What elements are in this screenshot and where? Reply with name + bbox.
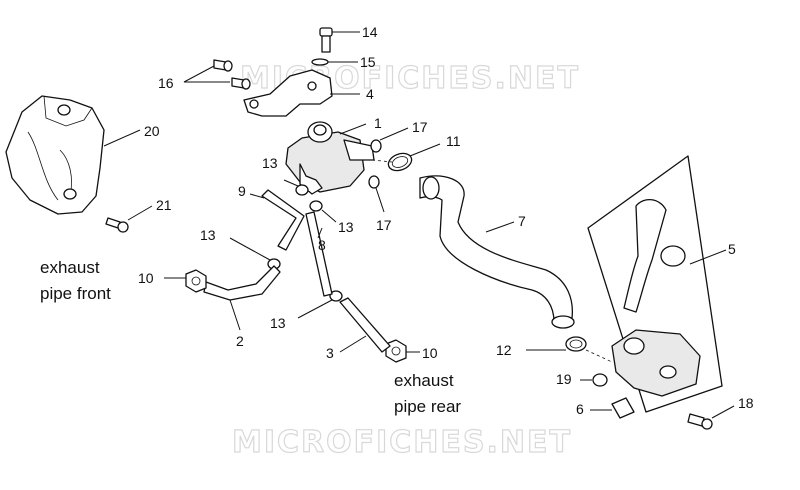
guide-dashed-b <box>585 349 613 363</box>
callout-16: 16 <box>158 75 174 91</box>
part-20-heat-shield <box>5 95 105 215</box>
part-13-clamp-d <box>329 290 343 302</box>
callout-10-front: 10 <box>138 270 154 286</box>
part-10-nut-front <box>185 269 207 293</box>
leader-8 <box>317 227 323 239</box>
leader-20 <box>103 129 141 147</box>
caption-front-line1: exhaust <box>40 258 100 277</box>
leader-13c <box>229 237 271 261</box>
part-3-hose <box>339 297 391 353</box>
callout-18: 18 <box>738 395 754 411</box>
callout-9: 9 <box>238 183 246 199</box>
leader-21 <box>127 205 153 221</box>
callout-11: 11 <box>446 133 461 149</box>
callout-13-a: 13 <box>262 155 278 171</box>
part-16-bolts <box>213 59 251 90</box>
caption-rear-line2: pipe rear <box>394 397 461 416</box>
leader-16 <box>183 65 230 83</box>
callout-15: 15 <box>360 54 376 70</box>
caption-rear-line1: exhaust <box>394 371 454 390</box>
part-15-washer <box>311 58 329 66</box>
part-13-clamp-b <box>309 200 323 212</box>
part-5-panel-assembly <box>587 155 723 413</box>
leader-17a <box>379 127 409 141</box>
leader-17b <box>375 187 385 213</box>
part-14-bolt <box>319 27 333 53</box>
callout-19: 19 <box>556 371 572 387</box>
part-8-hose <box>305 211 333 297</box>
callout-8: 8 <box>318 237 326 253</box>
callout-13-c: 13 <box>200 227 216 243</box>
callout-4: 4 <box>366 86 374 102</box>
callout-17-lower: 17 <box>376 217 392 233</box>
part-17-clamp-lower <box>368 175 380 189</box>
callout-14: 14 <box>362 24 378 40</box>
part-6-clip <box>611 397 635 419</box>
part-21-bolt <box>105 217 129 233</box>
leader-13a <box>283 179 299 187</box>
part-13-clamp-a <box>295 184 309 196</box>
part-12-hose-clamp <box>565 336 587 352</box>
part-19-nut <box>592 373 608 387</box>
callout-12: 12 <box>496 342 512 358</box>
leader-13d <box>297 299 333 319</box>
part-18-bolt <box>687 413 713 430</box>
leader-13b <box>321 209 337 223</box>
part-9-hose <box>261 189 305 251</box>
leader-2 <box>229 299 241 331</box>
part-10-nut-rear <box>385 339 407 363</box>
callout-21: 21 <box>156 197 172 213</box>
part-11-hose-clamp <box>387 152 413 172</box>
leader-11 <box>409 143 441 157</box>
leader-1 <box>339 123 367 135</box>
part-2-hose <box>203 265 281 301</box>
callout-1: 1 <box>374 115 382 131</box>
callout-10-rear: 10 <box>422 345 438 361</box>
callout-13-d: 13 <box>270 315 286 331</box>
part-1-valve-assembly <box>285 121 375 195</box>
watermark-bottom: MICROFICHES.NET <box>232 425 572 460</box>
callout-5: 5 <box>728 241 736 257</box>
part-17-clamp-upper <box>370 139 382 153</box>
callout-7: 7 <box>518 213 526 229</box>
leader-7 <box>485 221 515 233</box>
callout-20: 20 <box>144 123 160 139</box>
callout-13-b: 13 <box>338 219 354 235</box>
callout-2: 2 <box>236 333 244 349</box>
leader-5 <box>689 249 727 265</box>
callout-17-upper: 17 <box>412 119 428 135</box>
part-4-bracket <box>243 69 333 117</box>
leader-9 <box>249 193 265 199</box>
caption-front-line2: pipe front <box>40 284 111 303</box>
callout-6: 6 <box>576 401 584 417</box>
callout-3: 3 <box>326 345 334 361</box>
leader-3 <box>339 335 367 353</box>
leader-18 <box>711 405 735 419</box>
part-7-large-hose <box>419 175 575 329</box>
